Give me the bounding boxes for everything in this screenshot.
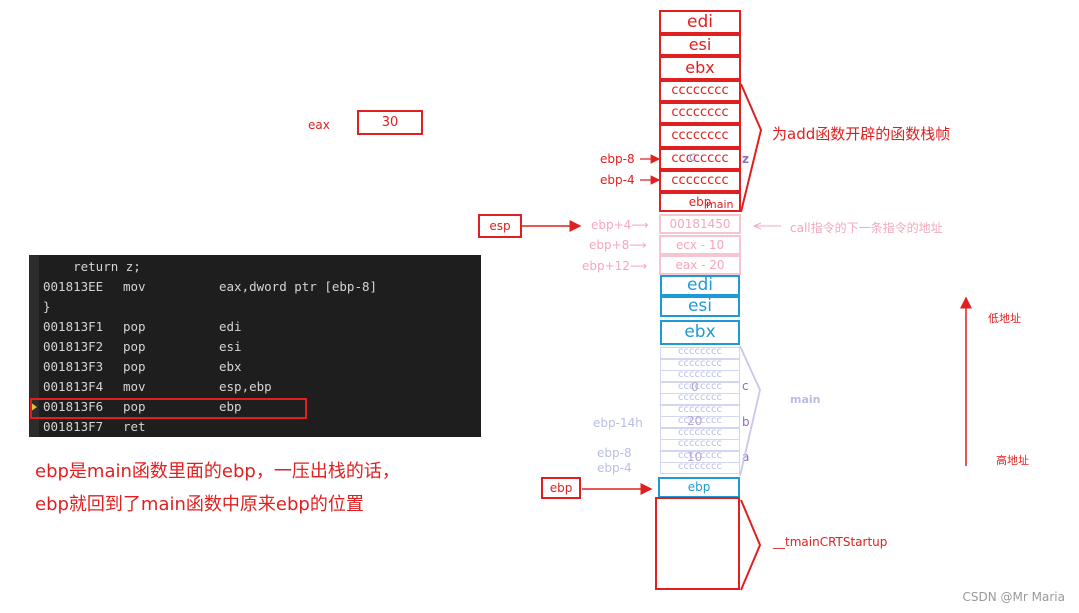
eax-value-box: 30 — [357, 110, 423, 135]
asm-args: eax,dword ptr [ebp-8] — [219, 279, 378, 294]
eax-label: eax — [308, 118, 330, 132]
main-fill-cell-10: cccccccc — [660, 462, 740, 474]
param-label-arrow-0: ⟶ — [631, 218, 649, 232]
main-var-c: c — [742, 379, 749, 393]
overlay-z: z — [742, 152, 749, 166]
terminal-line: 001813F1 pop edi — [43, 317, 473, 337]
add-stack-cell-0: edi — [659, 10, 741, 34]
add-stack-cell-2: ebx — [659, 56, 741, 80]
main-value-c: 0 — [691, 380, 699, 394]
low-address-label: 低地址 — [988, 312, 1021, 325]
add-stack-cell-5: cccccccc — [659, 124, 741, 148]
asm-op: mov — [123, 279, 146, 294]
param-label-text-2: ebp+12 — [582, 259, 630, 273]
asm-addr: 001813F3 — [43, 359, 104, 374]
main-frame-brace — [739, 345, 761, 477]
param-cell-1: ecx - 10 — [659, 235, 741, 255]
asm-args: esp,ebp — [219, 379, 272, 394]
terminal-line: 001813F4 mov esp,ebp — [43, 377, 473, 397]
current-line-arrow-icon — [30, 402, 37, 412]
terminal-gutter — [29, 255, 39, 437]
asm-op: pop — [123, 319, 146, 334]
terminal-line: 001813F3 pop ebx — [43, 357, 473, 377]
add-stack-cell-8: ebp — [659, 192, 741, 212]
asm-op: mov — [123, 379, 146, 394]
note-line-2: ebp就回到了main函数中原来ebp的位置 — [35, 494, 364, 515]
param-label-text-1: ebp+8 — [589, 238, 630, 252]
add-frame-brace — [740, 83, 763, 213]
param-label-arrow-2: ⟶ — [629, 259, 648, 273]
param-cell-2: eax - 20 — [659, 255, 741, 275]
source-line: return z; — [43, 259, 141, 274]
current-line-highlight — [30, 398, 307, 419]
label-main-ebp-8: ebp-8 — [597, 446, 632, 460]
crt-brace — [740, 499, 762, 591]
label-ebp-14h: ebp-14h — [593, 416, 643, 430]
main-var-b: b — [742, 415, 750, 429]
terminal-line: 001813F7 ret — [43, 417, 473, 437]
asm-args: esi — [219, 339, 242, 354]
note-line-1: ebp是main函数里面的ebp，一压出栈的话， — [35, 461, 400, 482]
asm-addr: 001813F2 — [43, 339, 104, 354]
terminal-line: 001813F2 pop esi — [43, 337, 473, 357]
main-stack-cell-0: edi — [660, 275, 740, 296]
main-value-a: 10 — [687, 450, 703, 464]
asm-addr: 001813F6 — [43, 399, 104, 414]
param-label-arrow-1: ⟶ — [629, 238, 647, 252]
label-ebp-minus-4: ebp-4 — [600, 173, 635, 187]
add-stack-cell-1: esi — [659, 34, 741, 56]
main-stack-cell-2: ebx — [660, 320, 740, 345]
terminal-line: 001813EE mov eax,dword ptr [ebp-8] — [43, 277, 473, 297]
asm-addr: 001813EE — [43, 279, 104, 294]
asm-args: ebp — [219, 399, 242, 414]
call-return-note: call指令的下一条指令的地址 — [790, 221, 943, 235]
main-frame-label: main — [790, 393, 821, 406]
label-ebp-minus-8: ebp-8 — [600, 152, 635, 166]
asm-op: ret — [123, 419, 146, 434]
source-line: } — [43, 299, 51, 314]
asm-op: pop — [123, 359, 146, 374]
add-frame-label: 为add函数开辟的函数栈帧 — [772, 125, 951, 143]
param-label-text-0: ebp+4 — [591, 218, 632, 232]
add-stack-cell-7: cccccccc — [659, 170, 741, 192]
overlay-c: c — [689, 150, 697, 165]
asm-args: edi — [219, 319, 242, 334]
asm-addr: 001813F4 — [43, 379, 104, 394]
label-main-ebp-4: ebp-4 — [597, 461, 632, 475]
crt-startup-block — [655, 497, 740, 590]
add-stack-cell-6: cccccccc — [659, 148, 741, 170]
terminal-line: 001813F6 pop ebp — [43, 397, 473, 417]
asm-addr: 001813F1 — [43, 319, 104, 334]
param-cell-0: 00181450 — [659, 214, 741, 234]
asm-args: ebx — [219, 359, 242, 374]
asm-op: pop — [123, 399, 146, 414]
disassembly-panel: return z; 001813EE mov eax,dword ptr [ebp-8… — [29, 255, 481, 437]
ebp-box: ebp — [541, 477, 581, 499]
param-label-2: ebp+12⟶ — [582, 259, 647, 273]
overlay-main: main — [706, 198, 734, 211]
crt-startup-label: __tmainCRTStartup — [773, 535, 888, 549]
high-address-label: 高地址 — [996, 454, 1029, 467]
main-value-b: 20 — [687, 414, 703, 428]
esp-box: esp — [478, 214, 522, 238]
main-stack-cell-1: esi — [660, 296, 740, 317]
terminal-line: } — [43, 297, 473, 317]
add-stack-cell-3: cccccccc — [659, 80, 741, 102]
param-label-0: ebp+4⟶ — [591, 218, 649, 232]
param-label-1: ebp+8⟶ — [589, 238, 647, 252]
watermark: CSDN @Mr Maria — [962, 590, 1065, 604]
asm-addr: 001813F7 — [43, 419, 104, 434]
main-var-a: a — [742, 450, 750, 464]
terminal-line: return z; — [43, 257, 473, 277]
add-stack-cell-4: cccccccc — [659, 102, 741, 124]
asm-op: pop — [123, 339, 146, 354]
